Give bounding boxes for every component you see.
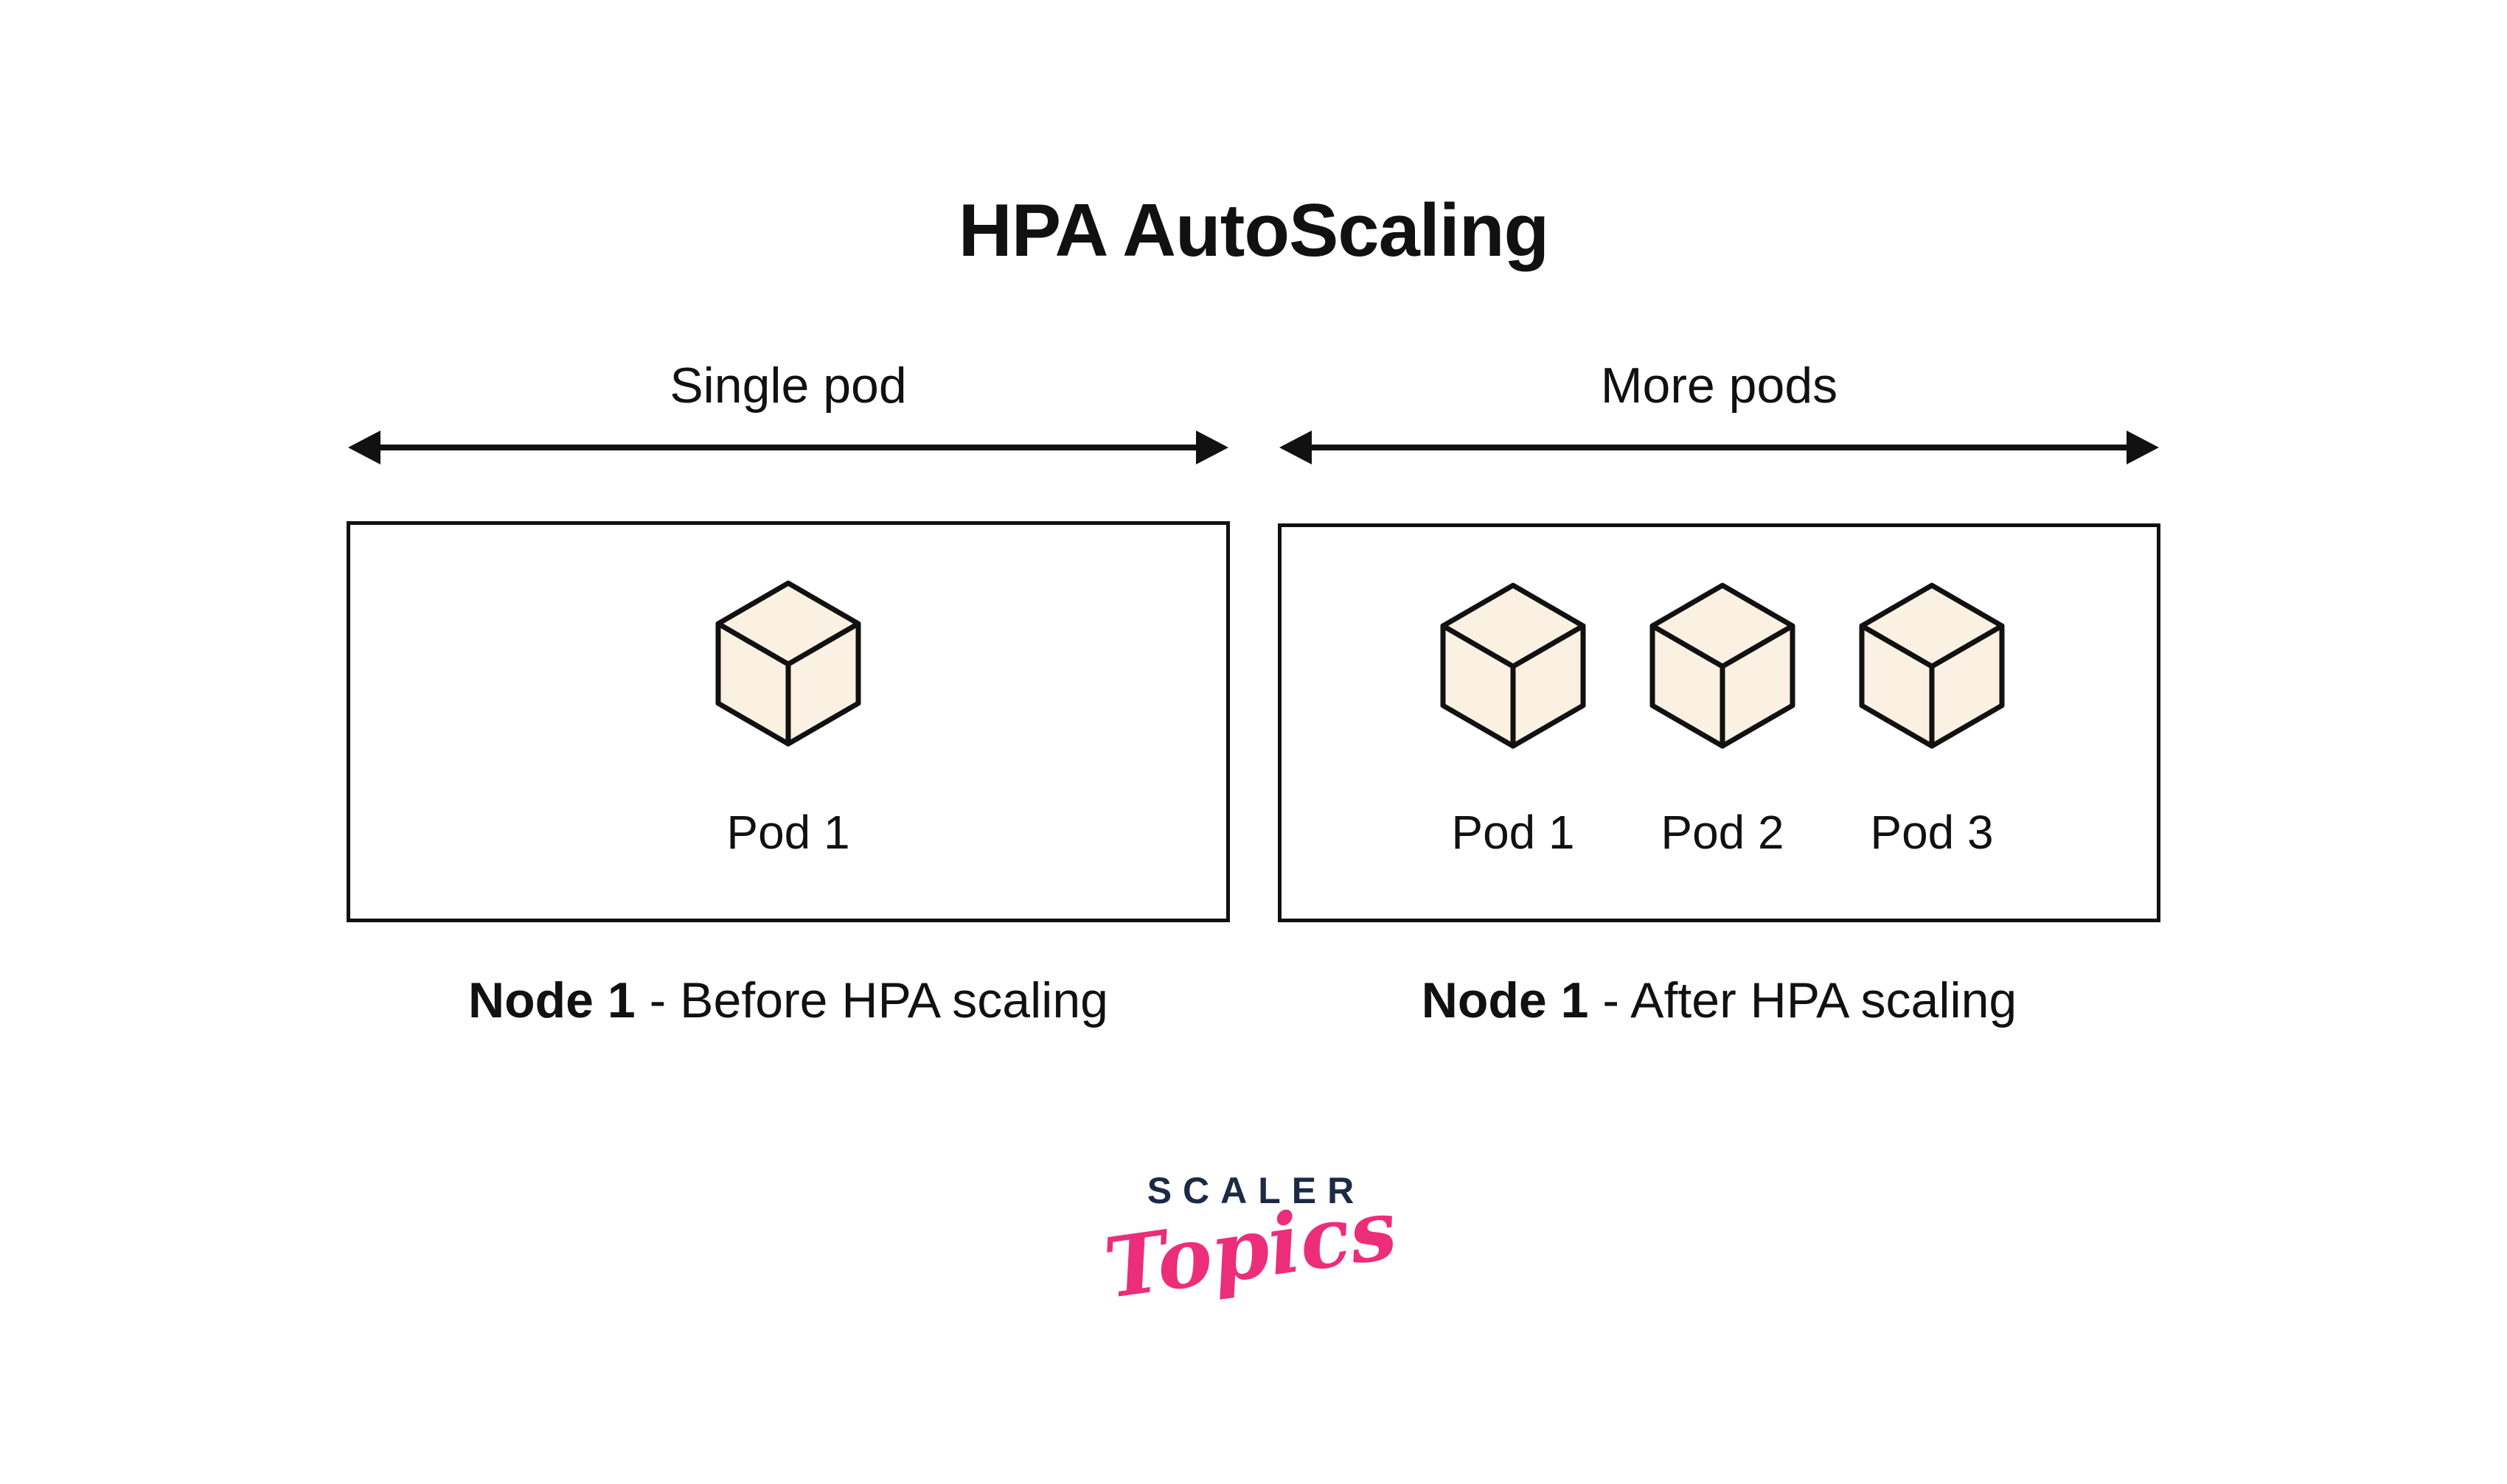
double-arrow-icon — [347, 427, 1230, 468]
node-caption-bold: Node 1 — [1421, 972, 1589, 1028]
scaler-logo-wordmark: SCALER — [1147, 1170, 1366, 1211]
node-caption-after: Node 1 - After HPA scaling — [1278, 972, 2160, 1029]
node-caption-rest: - After HPA scaling — [1588, 972, 2017, 1028]
more-pods-label: More pods — [1600, 358, 1838, 414]
pod-label: Pod 1 — [1451, 806, 1575, 859]
node-caption-before: Node 1 - Before HPA scaling — [347, 972, 1230, 1029]
double-arrow-icon — [1278, 427, 2160, 468]
pod-label: Pod 2 — [1661, 806, 1784, 859]
pod-cube-icon — [712, 579, 864, 748]
single-pod-label: Single pod — [670, 358, 907, 414]
pod-label: Pod 3 — [1870, 806, 1994, 859]
pod-cube-icon — [1437, 581, 1589, 750]
pod-cube-icon — [1647, 581, 1798, 750]
node-caption-rest: - Before HPA scaling — [635, 972, 1108, 1028]
node-caption-bold: Node 1 — [468, 972, 636, 1028]
diagram-title: HPA AutoScaling — [958, 189, 1550, 272]
pod-label: Pod 1 — [726, 806, 850, 859]
pod-cube-icon — [1856, 581, 2008, 750]
